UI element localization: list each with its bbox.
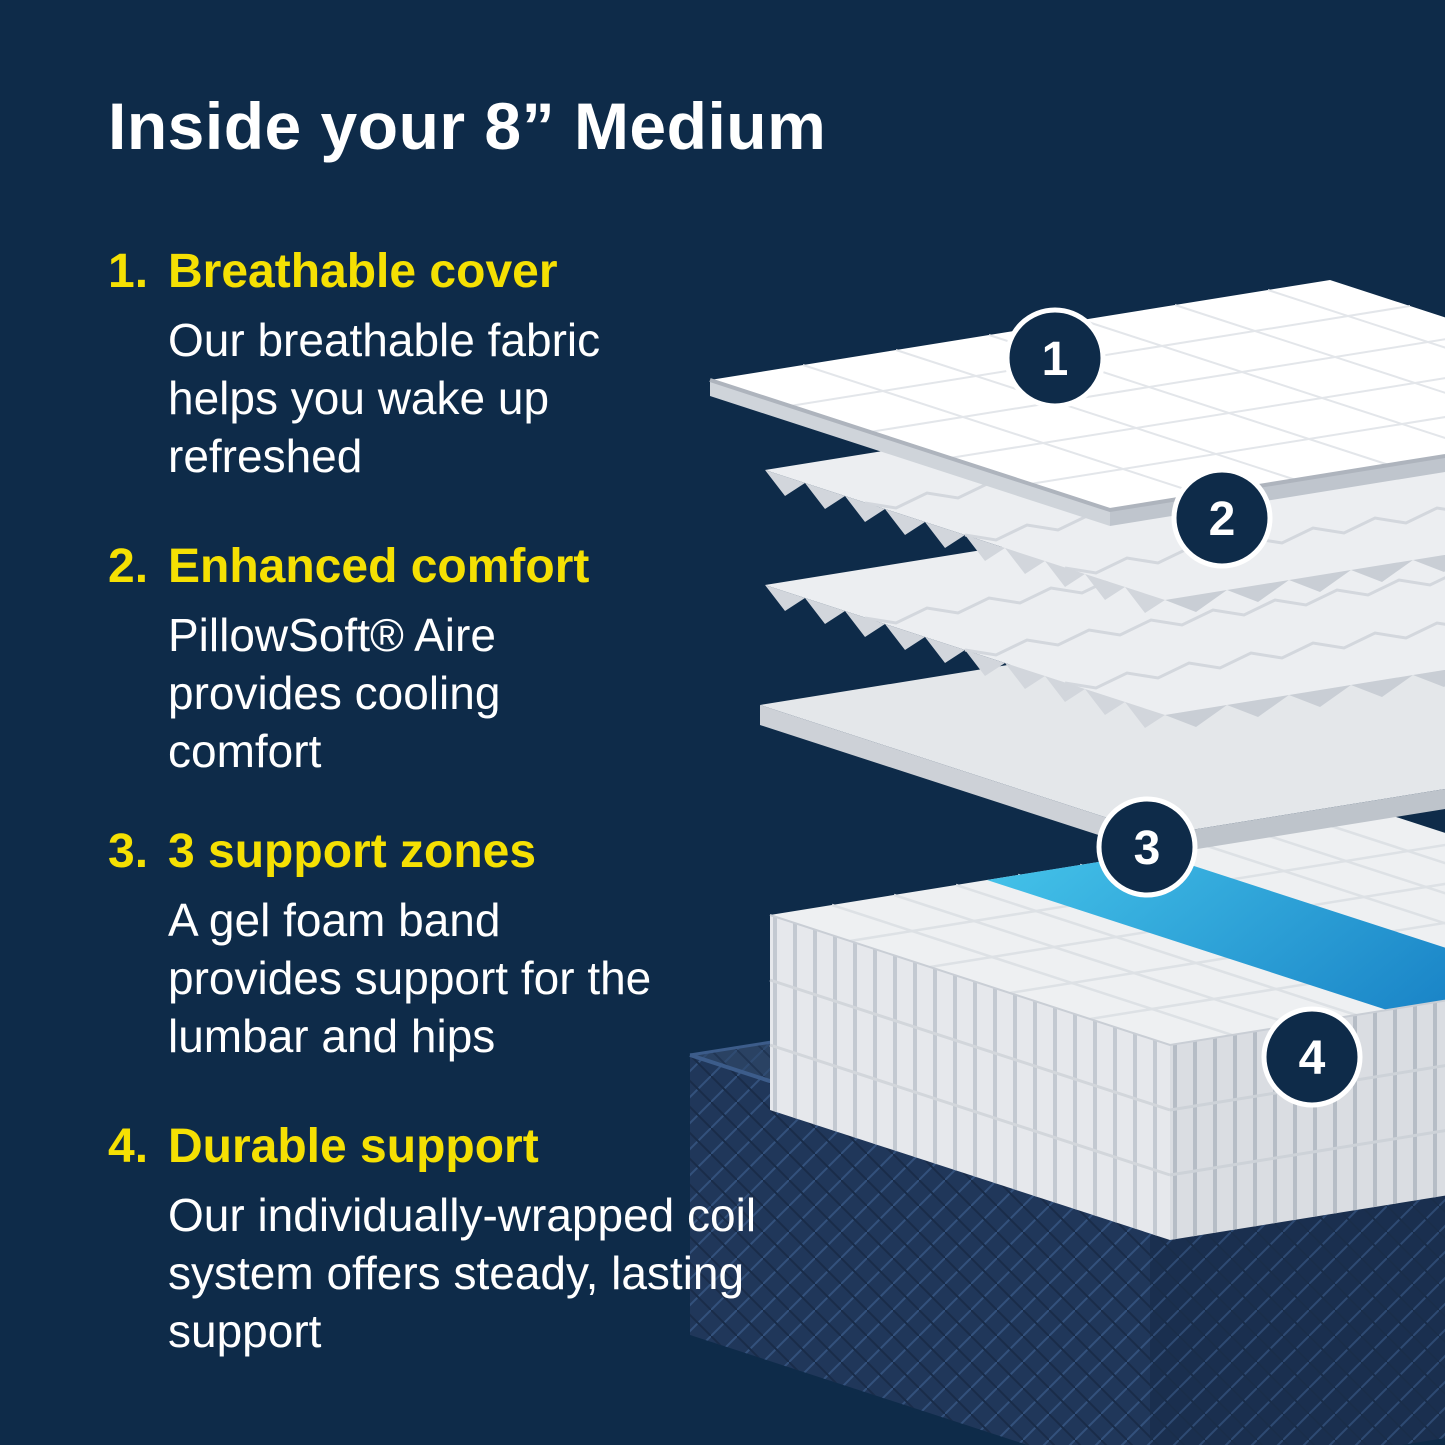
feature-item-breathable-cover: 1. Breathable cover Our breathable fabri… (108, 243, 698, 486)
feature-2-body: PillowSoft® Aire provides cooling comfor… (168, 608, 501, 778)
badge-4: 4 (1261, 1006, 1363, 1108)
feature-3-number: 3. (108, 825, 149, 878)
badge-3-number: 3 (1134, 822, 1161, 875)
badge-3: 3 (1096, 796, 1198, 898)
badge-1-number: 1 (1042, 333, 1069, 386)
feature-3-heading: 3 support zones (168, 825, 537, 878)
feature-1-heading: Breathable cover (168, 245, 558, 298)
badge-4-number: 4 (1299, 1032, 1326, 1085)
feature-2-number: 2. (108, 540, 149, 593)
page-title: Inside your 8” Medium (108, 89, 827, 163)
badge-1: 1 (1004, 307, 1106, 409)
feature-item-enhanced-comfort: 2. Enhanced comfort PillowSoft® Aire pro… (108, 538, 608, 781)
feature-item-durable-support: 4. Durable support Our individually-wrap… (108, 1118, 828, 1361)
badge-2-number: 2 (1209, 493, 1236, 546)
layer-badges: 1 2 3 4 (1004, 307, 1363, 1108)
feature-1-body: Our breathable fabric helps you wake up … (168, 313, 601, 483)
mattress-exploded-diagram: 1 2 3 4 (689, 280, 1445, 1445)
feature-1-number: 1. (108, 245, 149, 298)
badge-2: 2 (1171, 467, 1273, 569)
feature-4-heading: Durable support (168, 1120, 539, 1173)
feature-2-heading: Enhanced comfort (168, 540, 590, 593)
feature-4-number: 4. (108, 1120, 149, 1173)
coil-unit-layer (769, 815, 1445, 1240)
mattress-illustration: 1 2 3 4 (685, 270, 1445, 1445)
feature-item-support-zones: 3. 3 support zones A gel foam band provi… (108, 823, 678, 1066)
feature-4-body: Our individually-wrapped coil system off… (168, 1188, 757, 1358)
gel-foam-band (987, 853, 1445, 1010)
feature-3-body: A gel foam band provides support for the… (168, 893, 652, 1063)
